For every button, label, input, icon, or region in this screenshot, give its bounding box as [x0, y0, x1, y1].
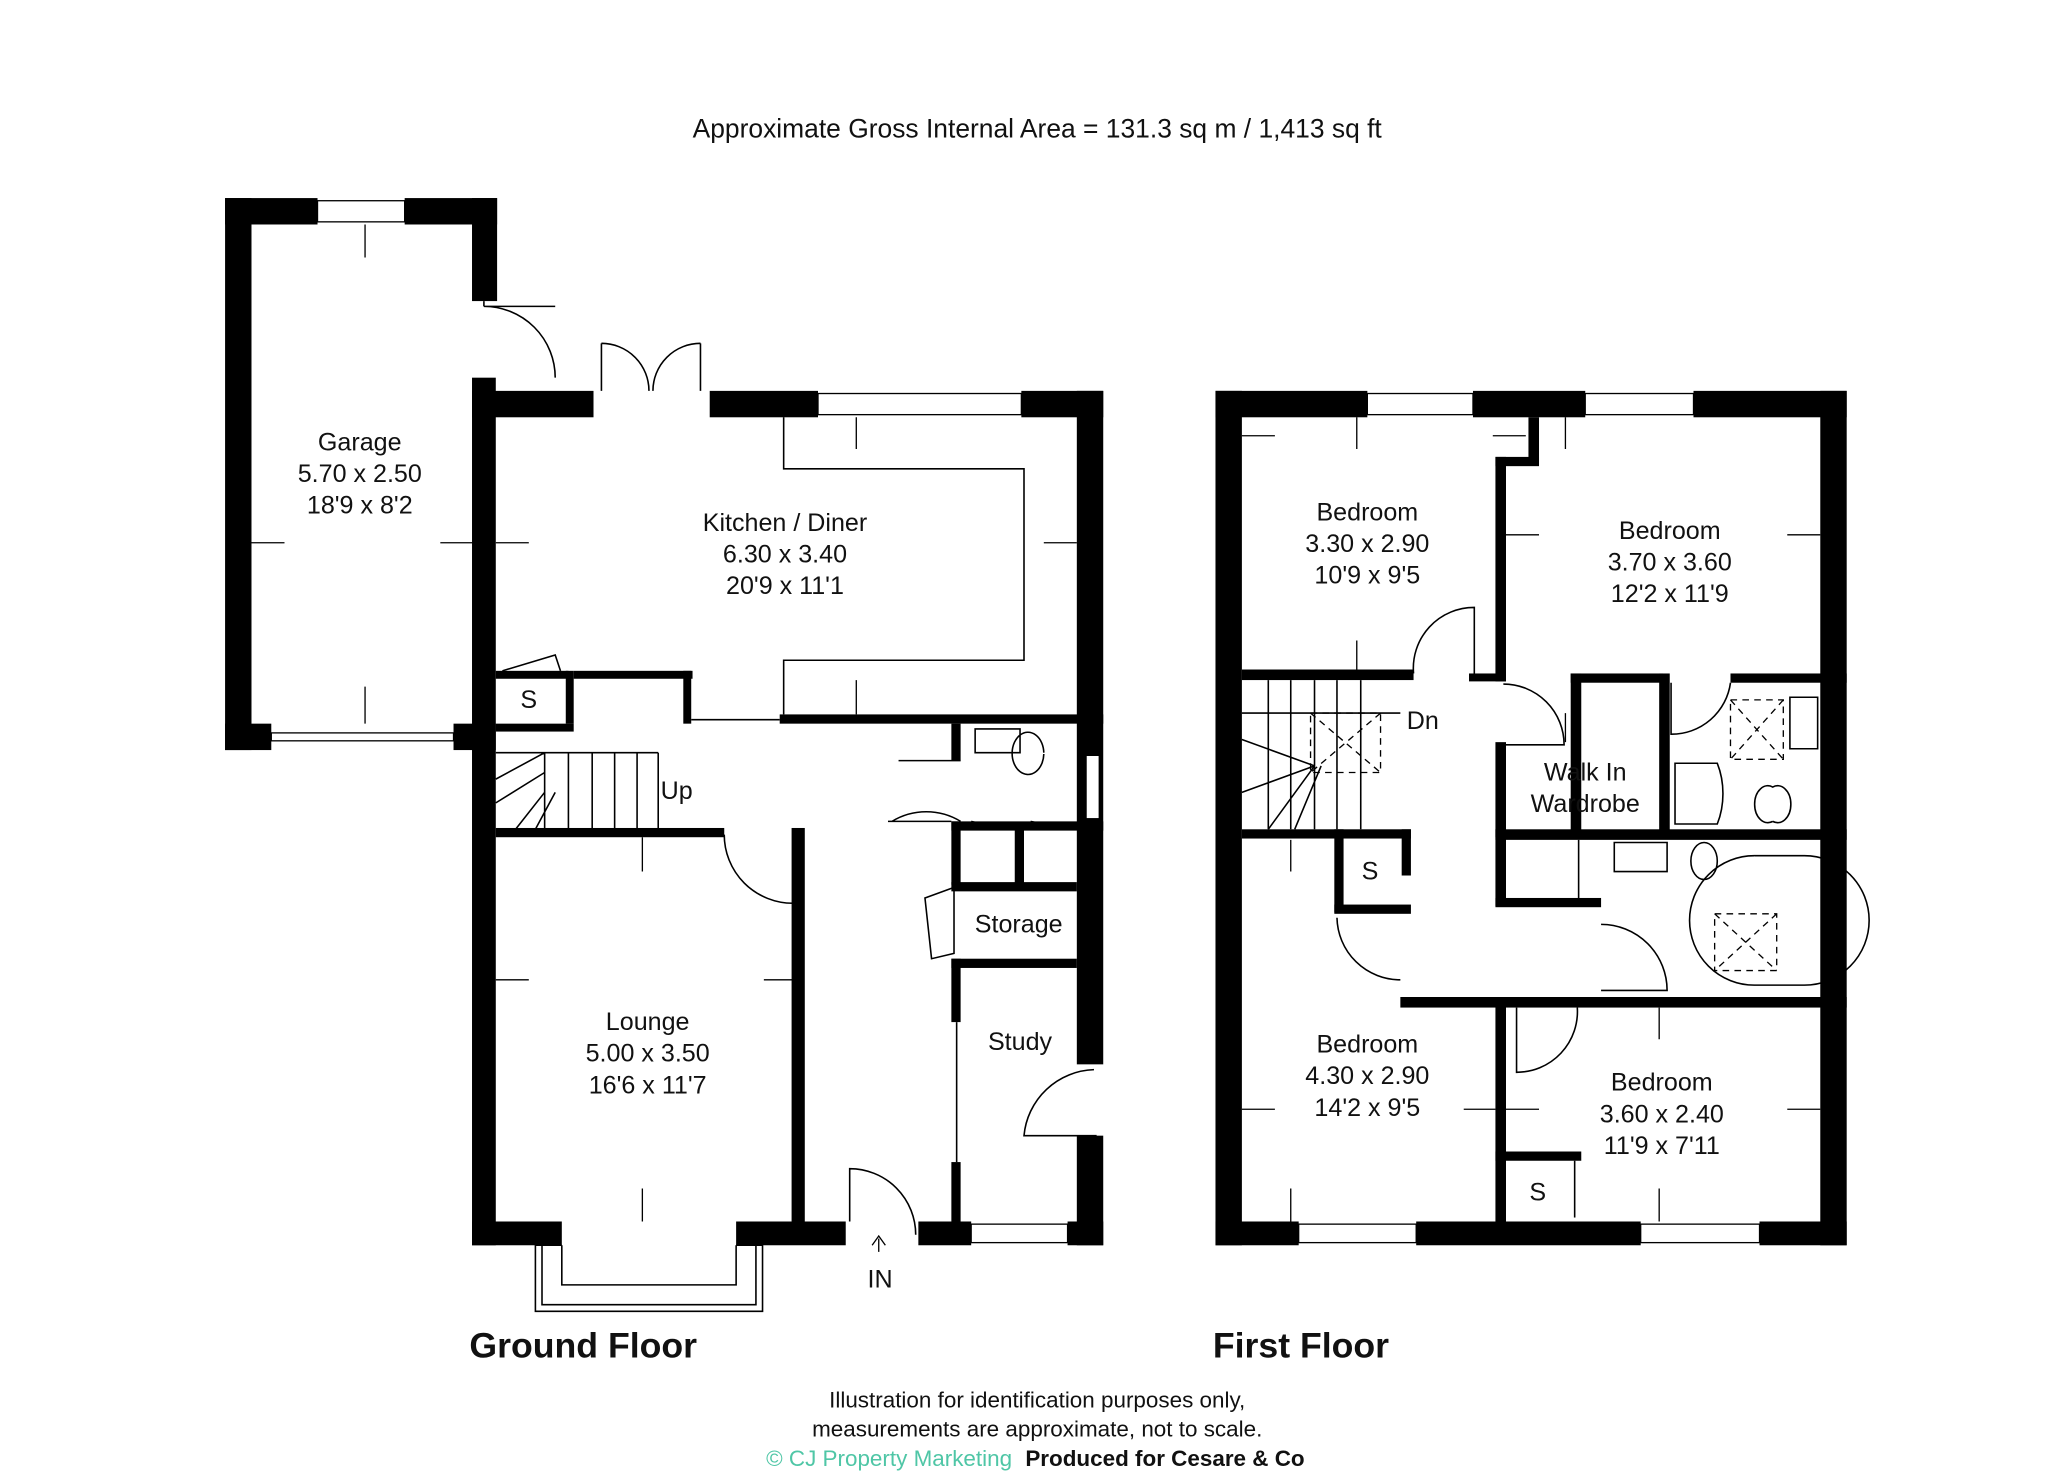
bedroom1-metric: 3.30 x 2.90	[1305, 530, 1429, 558]
bedroom1-imperial: 10'9 x 9'5	[1314, 562, 1420, 590]
kitchen-name: Kitchen / Diner	[703, 509, 867, 537]
first-floor-title: First Floor	[1213, 1326, 1389, 1366]
storage-label: Storage	[975, 910, 1063, 938]
copyright-text: © CJ Property Marketing	[766, 1446, 1012, 1471]
lounge-imperial: 16'6 x 11'7	[589, 1071, 707, 1099]
cupboard-label: S	[520, 686, 537, 714]
bedroom3-metric: 4.30 x 2.90	[1305, 1062, 1429, 1090]
bedroom3-imperial: 14'2 x 9'5	[1314, 1094, 1420, 1122]
lounge-metric: 5.00 x 3.50	[586, 1040, 710, 1068]
disclaimer-line-2: measurements are approximate, not to sca…	[812, 1417, 1262, 1442]
wardrobe-label-1: Walk In	[1544, 758, 1627, 786]
bedroom4-metric: 3.60 x 2.40	[1600, 1100, 1724, 1128]
disclaimer-line-1: Illustration for identification purposes…	[829, 1388, 1245, 1413]
kitchen-imperial: 20'9 x 11'1	[726, 572, 844, 600]
bedroom2-name: Bedroom	[1619, 517, 1721, 545]
ground-floor-title: Ground Floor	[469, 1326, 697, 1366]
produced-for-text: Produced for Cesare & Co	[1025, 1446, 1304, 1471]
cupboard-label-1: S	[1362, 857, 1379, 885]
garage-imperial: 18'9 x 8'2	[307, 492, 413, 520]
wardrobe-label-2: Wardrobe	[1531, 790, 1640, 818]
kitchen-metric: 6.30 x 3.40	[723, 541, 847, 569]
bedroom1-name: Bedroom	[1316, 498, 1418, 526]
garage-metric: 5.70 x 2.50	[298, 460, 422, 488]
gross-area: Approximate Gross Internal Area = 131.3 …	[693, 113, 1383, 143]
garage-name: Garage	[318, 428, 402, 456]
bedroom4-imperial: 11'9 x 7'11	[1604, 1132, 1720, 1160]
stairs-up-label: Up	[661, 777, 693, 805]
lounge-name: Lounge	[606, 1008, 690, 1036]
ground-floor-plan: Garage 5.70 x 2.50 18'9 x 8'2 Kitchen / …	[225, 198, 1104, 1313]
entrance-label: IN	[868, 1266, 893, 1294]
bedroom2-imperial: 12'2 x 11'9	[1611, 580, 1729, 608]
bedroom3-name: Bedroom	[1316, 1030, 1418, 1058]
cupboard-label-2: S	[1529, 1178, 1546, 1206]
bedroom4-name: Bedroom	[1611, 1069, 1713, 1097]
first-floor-plan: Bedroom 3.30 x 2.90 10'9 x 9'5 Bedroom 3…	[1215, 390, 1870, 1246]
study-label: Study	[988, 1028, 1053, 1056]
stairs-down-label: Dn	[1407, 707, 1439, 735]
bedroom2-metric: 3.70 x 3.60	[1608, 548, 1732, 576]
